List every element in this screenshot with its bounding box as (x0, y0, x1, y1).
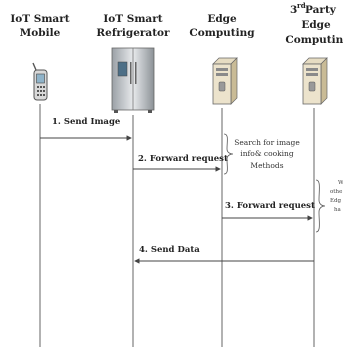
participant-edge-line1: Edge (207, 13, 237, 25)
participant-edge-line2: Computing (189, 27, 255, 39)
third-note-line1: W (338, 180, 343, 186)
participant-mobile-line1: IoT Smart (10, 13, 69, 25)
participant-third-line1-sup: rd (297, 1, 306, 10)
participant-fridge-line2: Refrigerator (96, 27, 170, 39)
participant-third-header: 3 rd Party Edge Computing (285, 1, 343, 46)
mobile-phone-icon (32, 62, 48, 101)
edge-note-line1: Search for image (234, 138, 300, 147)
message-2: 2. Forward request (133, 154, 228, 172)
message-3-label: 3. Forward request (225, 201, 315, 211)
message-4: 4. Send Data (134, 245, 314, 264)
third-note-line3: Edg (330, 198, 342, 204)
participant-fridge-header: IoT Smart Refrigerator (96, 13, 170, 39)
participant-third-line1-num: 3 (290, 4, 297, 16)
refrigerator-icon (111, 47, 155, 113)
participant-mobile-line2: Mobile (20, 27, 61, 39)
edge-note-line3: Methods (250, 161, 283, 170)
participant-third-line2: Edge (301, 19, 331, 31)
message-1: 1. Send Image (40, 117, 132, 141)
third-party-note: W othe Edg ha (315, 179, 343, 233)
participant-third-line3: Computing (285, 34, 343, 46)
message-4-label: 4. Send Data (139, 245, 200, 255)
edge-server-icon (212, 57, 238, 105)
message-3: 3. Forward request (222, 201, 315, 221)
third-note-brace (315, 179, 326, 233)
participant-third-line1-rest: Party (305, 4, 337, 16)
edge-note-brace (223, 133, 234, 175)
message-2-label: 2. Forward request (138, 154, 228, 164)
edge-note-line2: info& cooking (240, 149, 294, 158)
third-note-line2: othe (330, 189, 342, 195)
edge-processing-note: Search for image info& cooking Methods (223, 133, 300, 175)
message-1-label: 1. Send Image (52, 117, 121, 127)
third-note-line4: ha (334, 207, 342, 213)
participant-fridge-line1: IoT Smart (103, 13, 162, 25)
participant-mobile-header: IoT Smart Mobile (10, 13, 69, 39)
third-party-server-icon (302, 57, 328, 105)
participant-edge-header: Edge Computing (189, 13, 255, 39)
